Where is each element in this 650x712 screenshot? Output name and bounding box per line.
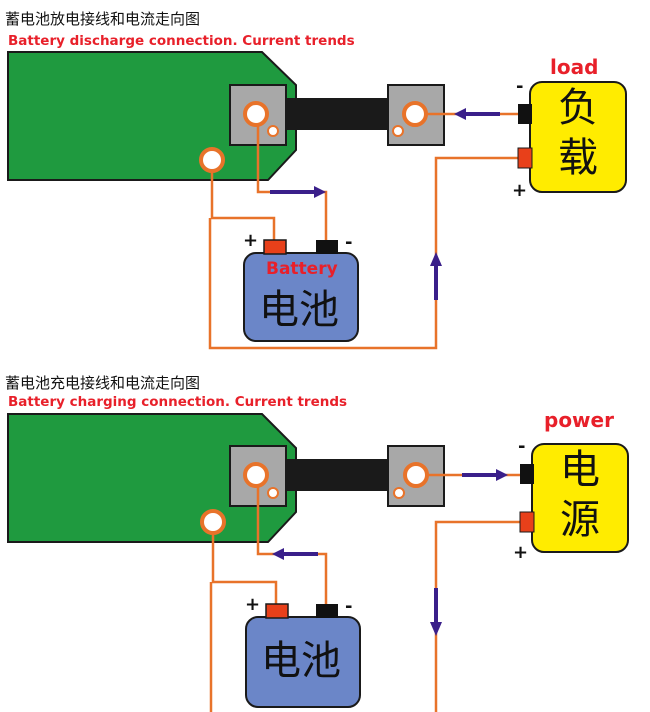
current-arrowhead-2 — [430, 252, 442, 266]
board-pad — [199, 147, 225, 173]
current-arrowhead-3 — [454, 108, 466, 120]
load-label: load — [550, 55, 599, 79]
current-arrowhead-2 — [430, 622, 442, 636]
load-plus-sign: + — [512, 180, 528, 201]
pcb-board — [7, 413, 297, 543]
discharge-panel: 蓄电池放电接线和电流走向图 Battery discharge connecti… — [5, 10, 627, 350]
battery-label: Battery — [266, 259, 338, 279]
power-plus-sign: + — [513, 542, 529, 563]
charging-title-zh: 蓄电池充电接线和电流走向图 — [5, 374, 201, 392]
battery-text: 电池 — [259, 287, 339, 333]
battery-body — [243, 252, 359, 342]
load-text-2: 载 — [558, 135, 598, 181]
wire-pad-to-battery-pos — [210, 171, 276, 240]
terminal-circle-large-right — [402, 101, 428, 127]
charging-diagram — [7, 413, 629, 712]
battery-minus-sign: - — [345, 232, 353, 253]
pcb-board — [7, 51, 297, 181]
power-box — [531, 443, 629, 553]
charging-panel: 蓄电池充电接线和电流走向图 Battery charging connectio… — [0, 356, 650, 712]
load-neg-connector — [518, 104, 532, 124]
power-label: power — [544, 408, 614, 432]
terminal-circle-small-left — [267, 125, 279, 137]
battery-plus-sign: + — [243, 230, 259, 251]
wire-pad-to-battery-pos — [211, 533, 278, 604]
bus-bar — [286, 98, 388, 130]
discharge-title-en: Battery discharge connection. Current tr… — [8, 33, 355, 49]
wire-right-loop — [434, 520, 520, 712]
battery-pos-connector — [265, 603, 289, 619]
discharge-title-zh: 蓄电池放电接线和电流走向图 — [5, 10, 201, 28]
battery-body — [245, 616, 361, 708]
battery-neg-connector — [316, 604, 338, 618]
terminal-circle-small-right — [393, 487, 405, 499]
load-minus-sign: - — [516, 76, 524, 97]
power-minus-sign: - — [518, 436, 526, 457]
wire-bottom-loop — [208, 156, 520, 350]
power-text-2: 源 — [560, 497, 600, 543]
battery-neg-connector — [316, 240, 338, 254]
discharge-diagram — [7, 51, 627, 350]
load-pos-connector — [517, 147, 533, 169]
current-arrowhead-1 — [314, 186, 326, 198]
terminal-circle-large-right — [403, 462, 429, 488]
power-text-1: 电 — [560, 447, 600, 493]
power-pos-connector — [519, 511, 535, 533]
current-arrowhead-3 — [496, 469, 508, 481]
battery-minus-sign: - — [345, 596, 353, 617]
terminal-circle-large-left — [243, 101, 269, 127]
terminal-circle-large-left — [243, 462, 269, 488]
power-neg-connector — [520, 464, 534, 484]
bus-bar — [286, 459, 388, 491]
load-box — [529, 81, 627, 193]
terminal-circle-small-right — [392, 125, 404, 137]
battery-text: 电池 — [261, 638, 341, 684]
board-pad — [200, 509, 226, 535]
battery-plus-sign: + — [245, 594, 261, 615]
terminal-circle-small-left — [267, 487, 279, 499]
current-arrowhead-1 — [272, 548, 284, 560]
battery-pos-connector — [263, 239, 287, 255]
charging-title-en: Battery charging connection. Current tre… — [8, 394, 348, 410]
load-text-1: 负 — [558, 85, 598, 131]
